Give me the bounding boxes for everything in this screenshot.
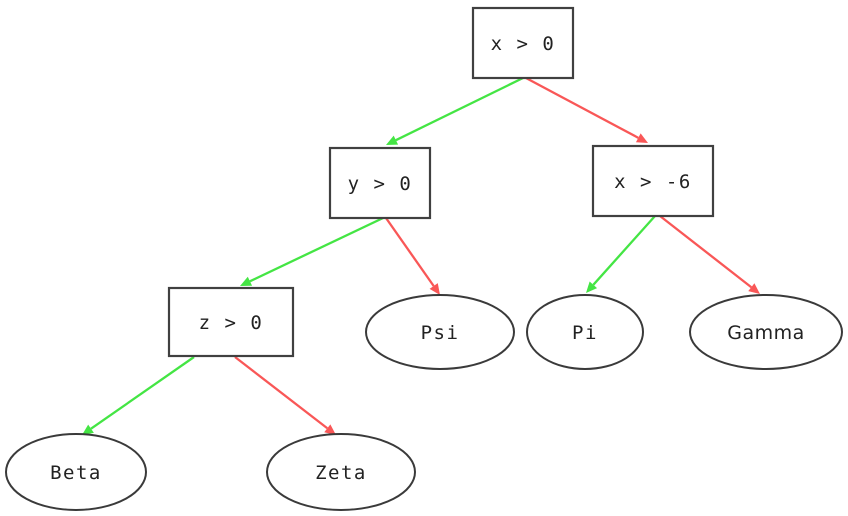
decision-box	[328, 146, 432, 220]
node-zeta[interactable]: Zeta	[266, 433, 416, 511]
arrowhead-false	[429, 283, 440, 295]
edge-line-false	[234, 356, 328, 430]
node-y0[interactable]: y > 0	[328, 146, 432, 220]
arrowhead-false	[324, 424, 336, 435]
node-label-gamma: Gamma	[727, 322, 805, 344]
node-label-y0: y > 0	[348, 173, 413, 195]
node-beta[interactable]: Beta	[5, 433, 147, 511]
edge-line-false	[525, 76, 639, 139]
node-label-beta: Beta	[50, 462, 102, 484]
arrowhead-true	[240, 276, 253, 286]
node-root[interactable]: x > 0	[471, 6, 575, 80]
edge-root-to-xm6	[525, 76, 648, 143]
node-label-root: x > 0	[491, 33, 556, 55]
leaf-ellipse	[266, 433, 416, 511]
node-xm6[interactable]: x > -6	[591, 144, 715, 218]
edge-line-true	[249, 216, 384, 283]
leaf-ellipse	[526, 294, 644, 370]
edge-xm6-to-pi	[586, 215, 656, 293]
node-label-z0: z > 0	[199, 312, 264, 334]
node-psi[interactable]: Psi	[365, 294, 515, 370]
edge-line-false	[659, 215, 753, 289]
node-label-psi: Psi	[421, 322, 460, 344]
edge-line-true	[592, 215, 656, 286]
node-z0[interactable]: z > 0	[167, 286, 295, 358]
edge-xm6-to-gamma	[659, 215, 760, 294]
decision-box	[471, 6, 575, 80]
edge-layer	[82, 76, 760, 435]
edge-line-true	[90, 356, 195, 430]
arrowhead-true	[82, 424, 94, 435]
edge-y0-to-z0	[240, 216, 384, 286]
node-label-xm6: x > -6	[614, 171, 692, 193]
arrowhead-true	[586, 281, 598, 293]
edge-z0-to-zeta	[234, 356, 336, 435]
edge-y0-to-psi	[385, 217, 440, 295]
edge-root-to-y0	[386, 76, 524, 145]
node-label-zeta: Zeta	[315, 462, 367, 484]
arrowhead-true	[386, 135, 399, 145]
decision-box	[167, 286, 295, 358]
edge-line-true	[395, 76, 524, 142]
leaf-ellipse	[689, 294, 843, 370]
leaf-ellipse	[365, 294, 515, 370]
decision-box	[591, 144, 715, 218]
node-gamma[interactable]: Gamma	[689, 294, 843, 370]
leaf-ellipse	[5, 433, 147, 511]
node-pi[interactable]: Pi	[526, 294, 644, 370]
edge-z0-to-beta	[82, 356, 195, 435]
arrowhead-false	[635, 133, 648, 143]
edge-line-false	[385, 217, 435, 287]
arrowhead-false	[748, 283, 760, 294]
node-label-pi: Pi	[572, 322, 598, 344]
